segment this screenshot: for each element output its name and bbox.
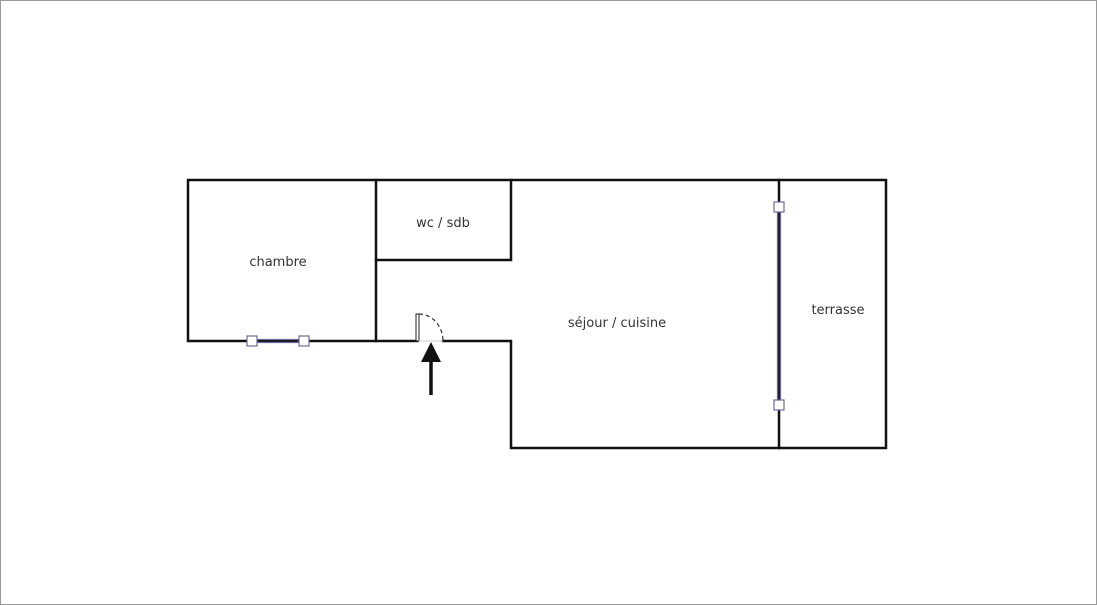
chambre-window (246, 335, 310, 347)
room-label-wc-sdb: wc / sdb (416, 216, 470, 231)
terrace-window (773, 201, 785, 411)
outer-wall (186, 178, 888, 450)
room-label-terrasse: terrasse (811, 303, 864, 318)
wc-wall (374, 178, 513, 262)
entrance-door (415, 313, 444, 342)
entrance-arrow-icon (421, 342, 441, 395)
room-label-chambre: chambre (249, 255, 306, 270)
room-label-sejour-cuisine: séjour / cuisine (568, 316, 666, 331)
